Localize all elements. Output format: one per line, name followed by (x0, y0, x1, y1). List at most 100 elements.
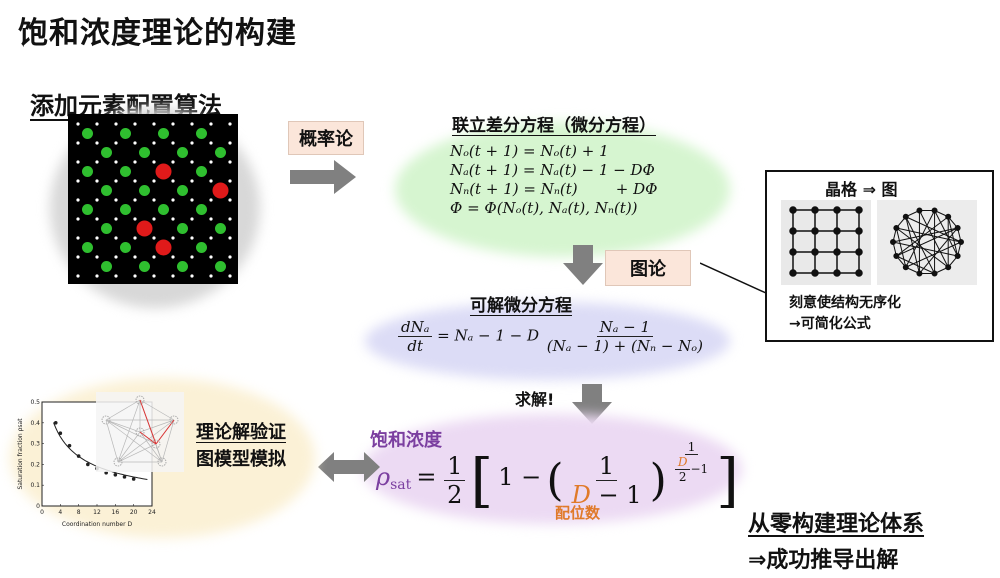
diff-eq-glow (395, 122, 730, 257)
lattice-site (114, 198, 118, 202)
lattice-site (228, 236, 232, 240)
lattice-atom (177, 223, 188, 234)
lattice-atom (101, 185, 112, 196)
graph-node (931, 270, 938, 277)
rhs-denominator: (Nₐ − 1) + (Nₙ − Nₒ) (546, 337, 703, 355)
lattice-site (228, 217, 232, 221)
plot-xtick-label: 24 (148, 509, 156, 516)
lattice-site (209, 255, 213, 259)
lattice-site (190, 160, 194, 164)
lattice-atom (212, 182, 229, 199)
lattice-atom (120, 242, 131, 253)
network-edge-highlight (139, 399, 157, 445)
graph-node (954, 224, 961, 231)
lattice-atom (177, 261, 188, 272)
grid-node (855, 248, 863, 256)
plot-xtick-label: 12 (93, 509, 101, 516)
lattice-site (171, 141, 175, 145)
lattice-atom (215, 223, 226, 234)
grid-node (855, 269, 863, 277)
lattice-site (133, 198, 137, 202)
lattice-site (228, 141, 232, 145)
lattice-site (171, 122, 175, 126)
verification-line2: 图模型模拟 (196, 449, 286, 470)
graph-edge (895, 227, 907, 268)
lattice-site (152, 141, 156, 145)
lattice-atom (155, 163, 172, 180)
lattice-atom (196, 242, 207, 253)
lattice-site (190, 236, 194, 240)
grid-node (811, 269, 819, 277)
lattice-site (152, 217, 156, 221)
graph-node (902, 213, 909, 220)
plot-xtick-label: 8 (77, 509, 81, 516)
graph-theory-tag: 图论 (605, 250, 691, 286)
down-arrow-icon (563, 245, 603, 285)
lattice-site (209, 236, 213, 240)
lattice-atom (196, 204, 207, 215)
graph-node (902, 264, 909, 271)
graph-edge (896, 227, 949, 268)
lattice-site (76, 255, 80, 259)
lattice-site (190, 122, 194, 126)
lattice-site (190, 179, 194, 183)
saturation-label: 饱和浓度 (370, 430, 442, 451)
lattice-site (133, 122, 137, 126)
lattice-site (190, 274, 194, 278)
lattice-atom (101, 261, 112, 272)
lattice-image (68, 114, 238, 284)
random-graph-icon (877, 200, 977, 285)
lattice-atom (196, 166, 207, 177)
graph-node (954, 253, 961, 260)
down-arrow-icon (572, 384, 612, 424)
callout-line2: →可简化公式 (789, 316, 871, 332)
graph-node (893, 253, 900, 260)
lattice-atom (120, 204, 131, 215)
right-arrow-icon (290, 160, 356, 194)
graph-node (945, 213, 952, 220)
lattice-site (76, 217, 80, 221)
double-arrow-icon (318, 452, 380, 482)
grid-node (789, 227, 797, 235)
diff-eq-line: Φ = Φ(Nₒ(t), Nₐ(t), Nₙ(t)) (450, 199, 638, 217)
half-numerator: 1 (444, 452, 466, 481)
grid-node (833, 248, 841, 256)
conclusion-line2: ⇒成功推导出解 (748, 548, 899, 573)
lhs-numerator: dNₐ (398, 318, 433, 337)
lattice-site (171, 274, 175, 278)
plot-point (113, 473, 118, 477)
lattice-atom (177, 147, 188, 158)
lattice-graph-icon (781, 200, 871, 285)
equation-middle: = Nₐ − 1 − D (437, 326, 540, 345)
lattice-site (152, 179, 156, 183)
graph-node (893, 224, 900, 231)
network-node (157, 457, 167, 467)
graph-edge (892, 241, 958, 257)
lattice-site (228, 160, 232, 164)
network-node (113, 457, 123, 467)
graph-node (945, 264, 952, 271)
lattice-atom (82, 166, 93, 177)
graph-node (916, 207, 923, 214)
grid-node (855, 227, 863, 235)
lattice-site (95, 160, 99, 164)
lattice-site (152, 236, 156, 240)
solve-label: 求解! (515, 390, 555, 409)
plot-ytick-label: 0.4 (30, 420, 40, 427)
grid-node (833, 206, 841, 214)
lattice-site (171, 217, 175, 221)
network-edge (105, 399, 141, 421)
lattice-site (95, 179, 99, 183)
network-edge (139, 431, 163, 463)
lattice-atom (139, 147, 150, 158)
plot-point (86, 462, 90, 467)
solvable-heading: 可解微分方程 (470, 296, 572, 316)
exp-d: D (674, 455, 691, 470)
lattice-atom (82, 242, 93, 253)
network-edge (117, 443, 157, 463)
lattice-site (228, 255, 232, 259)
lattice-site (209, 198, 213, 202)
lattice-site (114, 179, 118, 183)
